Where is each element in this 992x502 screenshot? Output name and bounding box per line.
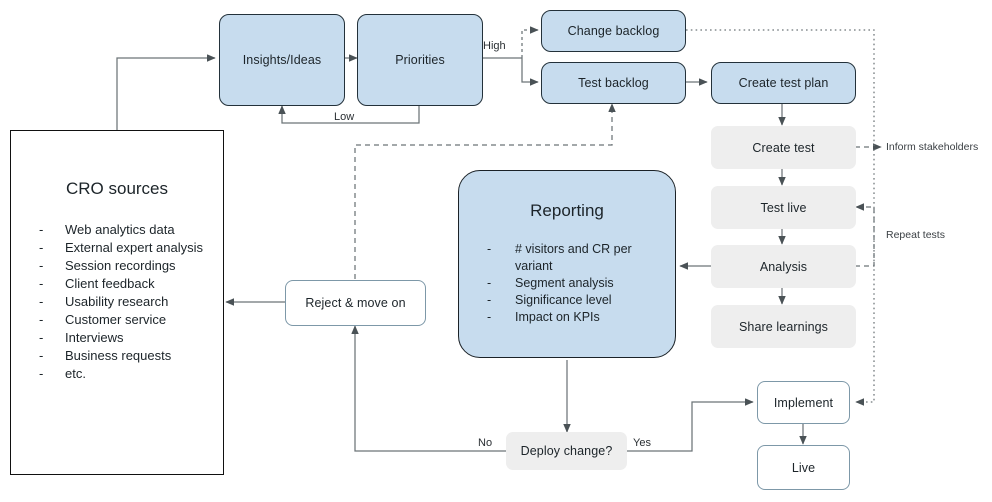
node-insights-ideas[interactable]: Insights/Ideas	[219, 14, 345, 106]
node-label: Create test	[752, 140, 815, 155]
node-create-test-plan[interactable]: Create test plan	[711, 62, 856, 104]
node-label: Analysis	[759, 259, 808, 274]
list-item: - Segment analysis	[487, 275, 665, 292]
node-reject-move-on[interactable]: Reject & move on	[285, 280, 426, 326]
list-item-label: External expert analysis	[65, 240, 204, 255]
node-reporting[interactable]: Reporting - # visitors and CR per variant…	[458, 170, 676, 358]
node-test-backlog[interactable]: Test backlog	[541, 62, 686, 104]
edge-repeat-tests	[855, 203, 875, 267]
node-label: Implement	[773, 395, 834, 410]
list-item-label: Web analytics data	[65, 222, 175, 237]
edge-label-no: No	[478, 437, 493, 449]
list-item-label: Usability research	[65, 294, 169, 309]
bullet-dash: -	[39, 240, 44, 255]
bullet-dash: -	[487, 276, 492, 290]
edge-deploy-no-to-reject	[351, 325, 508, 452]
list-item: - Significance level	[487, 292, 665, 309]
node-create-test[interactable]: Create test	[711, 126, 856, 169]
cro-sources-panel: CRO sources - Web analytics data - Externa…	[10, 130, 224, 475]
reporting-list: - # visitors and CR per variant - Segment …	[459, 241, 675, 326]
node-label: Live	[791, 460, 816, 475]
node-change-backlog[interactable]: Change backlog	[541, 10, 686, 52]
bullet-dash: -	[39, 312, 44, 327]
cro-sources-title: CRO sources	[65, 179, 169, 198]
node-test-live[interactable]: Test live	[711, 186, 856, 229]
edge-cro-to-insights	[116, 54, 216, 131]
list-item: - Usability research	[39, 293, 213, 311]
node-share-learnings[interactable]: Share learnings	[711, 305, 856, 348]
node-label: Deploy change?	[520, 444, 613, 458]
node-priorities[interactable]: Priorities	[357, 14, 483, 106]
bullet-dash: -	[39, 330, 44, 345]
list-item-label: Segment analysis	[515, 276, 614, 290]
list-item: - Session recordings	[39, 257, 213, 275]
node-live[interactable]: Live	[757, 445, 850, 490]
list-item: - Customer service	[39, 311, 213, 329]
reporting-title: Reporting	[530, 201, 604, 220]
edge-deploy-yes-to-implement	[625, 398, 754, 452]
edge-label-high: High	[483, 40, 506, 52]
list-item: - Client feedback	[39, 275, 213, 293]
node-deploy-change[interactable]: Deploy change?	[506, 432, 627, 470]
list-item: - External expert analysis	[39, 239, 213, 257]
node-analysis[interactable]: Analysis	[711, 245, 856, 288]
bullet-dash: -	[39, 294, 44, 309]
list-item: - etc.	[39, 365, 213, 383]
bullet-dash: -	[39, 222, 44, 237]
node-label: Reject & move on	[305, 296, 406, 310]
list-item-label: etc.	[65, 366, 86, 381]
list-item-label: Business requests	[65, 348, 172, 363]
label-repeat-tests: Repeat tests	[886, 229, 945, 241]
node-label: Create test plan	[738, 76, 829, 90]
node-label: Share learnings	[738, 319, 829, 334]
edge-label-low: Low	[334, 111, 355, 123]
bullet-dash: -	[487, 293, 492, 307]
list-item: - Business requests	[39, 347, 213, 365]
list-item-label: # visitors and CR per variant	[515, 242, 632, 273]
bullet-dash: -	[487, 242, 492, 256]
label-inform-stakeholders: Inform stakeholders	[886, 141, 979, 153]
edge-reject-to-test-backlog	[354, 103, 616, 279]
node-label: Change backlog	[567, 24, 660, 38]
node-implement[interactable]: Implement	[757, 381, 850, 424]
bullet-dash: -	[39, 258, 44, 273]
bullet-dash: -	[39, 366, 44, 381]
bullet-dash: -	[39, 348, 44, 363]
edge-high-to-test-backlog	[521, 58, 539, 86]
node-label: Insights/Ideas	[242, 53, 322, 67]
bullet-dash: -	[39, 276, 44, 291]
list-item-label: Interviews	[65, 330, 124, 345]
list-item-label: Impact on KPIs	[515, 310, 600, 324]
node-label: Test live	[760, 200, 807, 215]
cro-sources-list: - Web analytics data - External expert ana…	[21, 221, 213, 383]
list-item-label: Client feedback	[65, 276, 155, 291]
bullet-dash: -	[487, 310, 492, 324]
list-item-label: Session recordings	[65, 258, 176, 273]
node-label: Test backlog	[578, 76, 649, 90]
edge-priorities-low-to-insights	[278, 104, 420, 124]
edge-high-to-change-backlog	[521, 26, 539, 58]
list-item: - Web analytics data	[39, 221, 213, 239]
node-label: Priorities	[395, 53, 445, 67]
edge-label-yes: Yes	[633, 437, 651, 449]
list-item: - Interviews	[39, 329, 213, 347]
list-item-label: Significance level	[515, 293, 612, 307]
list-item-label: Customer service	[65, 312, 167, 327]
list-item: - Impact on KPIs	[487, 309, 665, 326]
list-item: - # visitors and CR per variant	[487, 241, 665, 275]
